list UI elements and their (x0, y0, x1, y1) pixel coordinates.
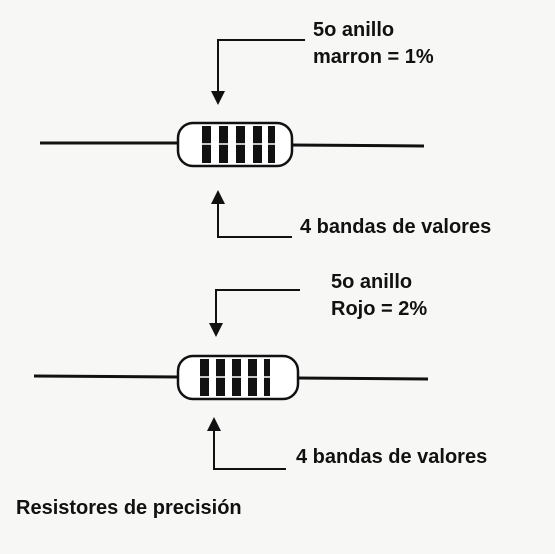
top-resistor-lead-right (289, 143, 425, 148)
bottom-fifth-ring-value: Rojo = 2% (331, 298, 428, 320)
bottom-resistor-lead-right (295, 376, 429, 381)
top-fifth-ring-label: 5o anillo (313, 19, 395, 41)
top-value-bands-pointer (211, 190, 292, 238)
bottom-resistor (33, 289, 429, 470)
bottom-fifth-ring-label: 5o anillo (331, 271, 413, 293)
bottom-value-bands-pointer (207, 417, 286, 470)
top-fifth-ring-value: marron = 1% (313, 46, 434, 68)
bottom-resistor-lead-left (33, 374, 181, 379)
top-resistor (40, 39, 425, 238)
bottom-fifth-ring-pointer (209, 289, 300, 337)
top-value-bands-label: 4 bandas de valores (300, 216, 492, 238)
top-fifth-ring-pointer (211, 39, 305, 105)
diagram-caption: Resistores de precisión (16, 497, 242, 519)
bottom-value-bands-label: 4 bandas de valores (296, 446, 488, 468)
